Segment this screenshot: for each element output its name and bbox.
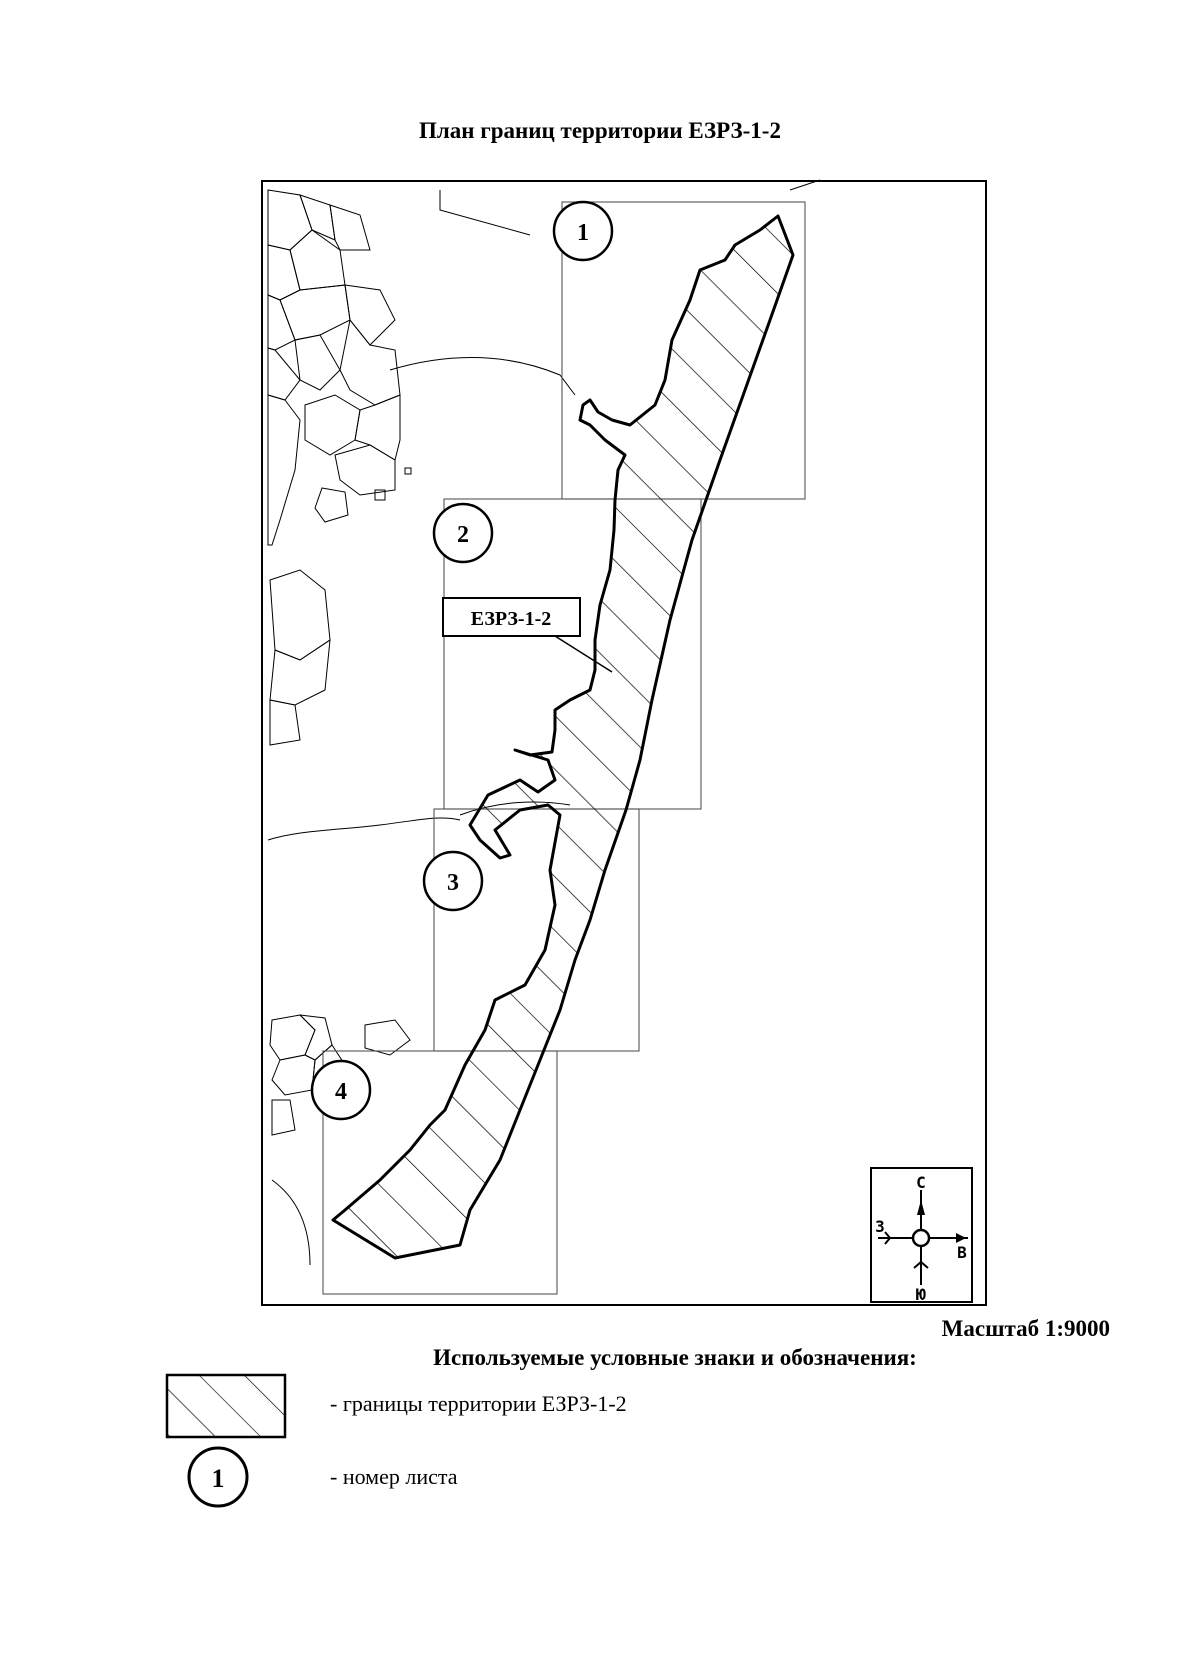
sheet-marker-1: 1 [552,200,614,262]
sheet-number-1: 1 [577,220,589,246]
sheet-marker-2: 2 [432,502,494,564]
zone-label: ЕЗРЗ-1-2 [471,608,551,630]
sheet-marker-4: 4 [310,1059,372,1121]
sheet-marker-3: 3 [422,850,484,912]
compass-rose: С Ю З В [870,1167,973,1304]
territory-boundary-ezrz-1-2 [331,214,795,1260]
sheet-number-4: 4 [335,1079,347,1105]
legend-item-boundary-text: - границы территории ЕЗРЗ-1-2 [330,1391,627,1416]
background-parcels [267,179,821,1266]
compass-east-label: В [957,1243,967,1262]
sheet-number-markers: 1 2 3 4 [310,200,614,1121]
legend-title: Используемые условные знаки и обозначени… [433,1345,917,1370]
zone-label-box [442,597,581,637]
compass-north-label: С [916,1173,926,1192]
sheet-number-2: 2 [457,522,469,548]
sheet-frame-4 [322,1050,558,1295]
map-scale: Масштаб 1:9000 [941,1316,1110,1341]
legend-item-sheet-text: - номер листа [330,1464,458,1489]
zone-label-leader [554,635,613,673]
sheet-number-3: 3 [447,870,459,896]
legend-sheet-symbol-number: 1 [212,1464,225,1493]
compass-west-label: З [875,1217,885,1236]
compass-south-label: Ю [916,1285,926,1304]
map-title: План границ территории ЕЗРЗ-1-2 [419,118,781,143]
legend-sheet-symbol: 1 [187,1446,249,1508]
map-frame [261,180,987,1306]
legend-hatch-symbol [165,1373,287,1439]
